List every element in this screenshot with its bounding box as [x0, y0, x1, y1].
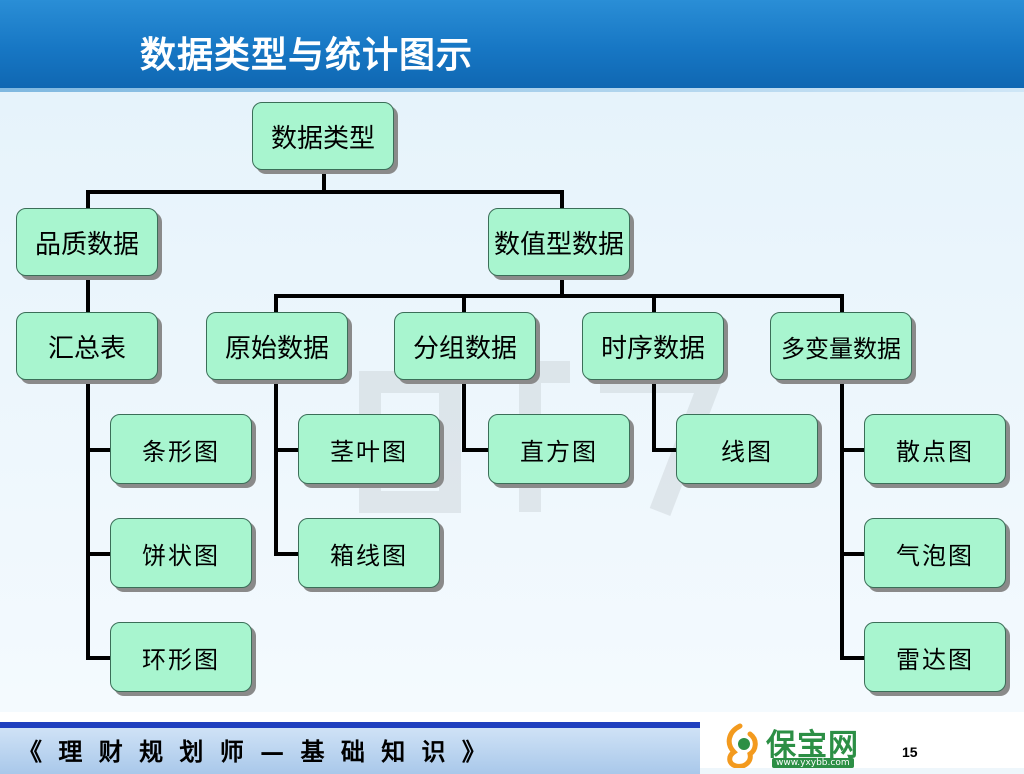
footer: 《 理 财 规 划 师 — 基 础 知 识 》 保宝网 www.yxybb.co…	[0, 712, 1024, 774]
connector	[86, 656, 114, 660]
connector	[560, 190, 564, 210]
connector	[86, 276, 90, 312]
connector	[274, 552, 302, 556]
connector	[86, 190, 90, 210]
connector	[652, 448, 680, 452]
node-quantitative: 数值型数据	[488, 208, 630, 276]
logo-url: www.yxybb.com	[772, 758, 854, 768]
connector	[840, 448, 868, 452]
connector	[274, 448, 302, 452]
connector	[462, 448, 490, 452]
footer-bar	[0, 722, 700, 774]
connector	[840, 656, 868, 660]
connector	[840, 552, 868, 556]
node-qualitative: 品质数据	[16, 208, 158, 276]
connector	[462, 294, 466, 312]
connector	[840, 380, 844, 660]
node-radar-chart: 雷达图	[864, 622, 1006, 692]
connector	[322, 170, 326, 192]
node-time-series: 时序数据	[582, 312, 724, 380]
connector	[840, 294, 844, 312]
connector	[652, 380, 656, 452]
node-histogram: 直方图	[488, 414, 630, 484]
content-area	[0, 92, 1024, 712]
node-stem-leaf: 茎叶图	[298, 414, 440, 484]
page-title: 数据类型与统计图示	[140, 35, 474, 76]
connector	[274, 380, 278, 556]
node-box-plot: 箱线图	[298, 518, 440, 588]
site-logo: 保宝网 www.yxybb.com	[718, 720, 878, 768]
connector	[652, 294, 656, 312]
connector	[462, 380, 466, 452]
connector	[274, 294, 844, 298]
footer-course-title: 《 理 财 规 划 师 — 基 础 知 识 》	[18, 737, 490, 766]
node-summary-table: 汇总表	[16, 312, 158, 380]
connector	[86, 190, 564, 194]
logo-mark-icon	[726, 723, 758, 768]
node-multivariate: 多变量数据	[770, 312, 912, 380]
connector	[560, 276, 564, 296]
node-grouped-data: 分组数据	[394, 312, 536, 380]
node-ring-chart: 环形图	[110, 622, 252, 692]
node-raw-data: 原始数据	[206, 312, 348, 380]
logo-name: 保宝网	[766, 728, 859, 763]
page-number: 15	[902, 744, 918, 760]
header-bar: 数据类型与统计图示	[0, 0, 1024, 92]
connector	[86, 380, 90, 660]
node-root: 数据类型	[252, 102, 394, 170]
connector	[274, 294, 278, 312]
node-scatter-plot: 散点图	[864, 414, 1006, 484]
node-line-chart: 线图	[676, 414, 818, 484]
node-bubble-chart: 气泡图	[864, 518, 1006, 588]
node-bar-chart: 条形图	[110, 414, 252, 484]
connector	[86, 552, 114, 556]
node-pie-chart: 饼状图	[110, 518, 252, 588]
watermark-icon	[359, 361, 727, 516]
connector	[86, 448, 114, 452]
